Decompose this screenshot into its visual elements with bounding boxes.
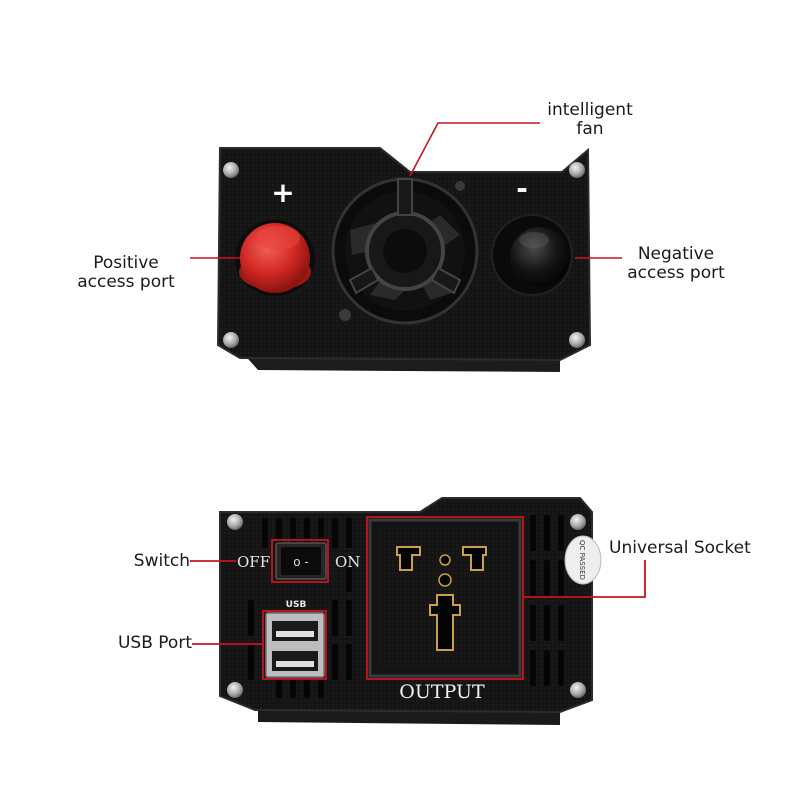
screw xyxy=(569,332,585,348)
qc-sticker-text: QC PASSED xyxy=(578,540,586,580)
screw xyxy=(570,682,586,698)
screw xyxy=(223,332,239,348)
switch-glyph: o - xyxy=(293,555,309,569)
bottom-callouts xyxy=(190,516,646,680)
screw xyxy=(455,181,465,191)
top-callouts xyxy=(190,122,622,259)
fan-icon xyxy=(331,177,479,325)
callout-label-fan: intelligent fan xyxy=(520,101,660,139)
callout-label-switch: Switch xyxy=(133,551,190,571)
callout-label-fan-line2: fan xyxy=(576,119,604,139)
output-label: OUTPUT xyxy=(399,681,485,703)
callout-label-usb-port: USB Port xyxy=(117,633,192,653)
callout-label-fan-line1: intelligent xyxy=(547,100,633,120)
minus-sign: - xyxy=(516,172,528,205)
callout-box-usb xyxy=(262,610,327,680)
usb-ports xyxy=(265,612,325,678)
switch-on-label: ON xyxy=(335,553,360,571)
universal-socket xyxy=(368,518,522,678)
screw xyxy=(569,162,585,178)
screw xyxy=(570,514,586,530)
screw xyxy=(227,514,243,530)
bottom-panel: QC PASSED OFF ON o - USB xyxy=(219,497,602,725)
qc-sticker: QC PASSED xyxy=(564,535,602,585)
callout-label-positive-line1: Positive xyxy=(93,253,159,273)
vent-slots-right xyxy=(530,515,564,686)
screw xyxy=(339,309,351,321)
callout-line-fan xyxy=(409,122,540,177)
top-panel: + - xyxy=(216,147,592,372)
callout-box-socket xyxy=(366,516,524,680)
vent-slots-left xyxy=(248,518,352,698)
plus-sign: + xyxy=(271,176,294,209)
callout-label-positive: Positive access port xyxy=(64,254,188,292)
positive-terminal xyxy=(235,220,315,296)
callout-label-negative-line1: Negative xyxy=(637,244,715,264)
screw xyxy=(227,682,243,698)
callout-label-negative-line2: access port xyxy=(627,263,725,283)
callout-box-switch xyxy=(271,539,329,583)
power-switch: o - xyxy=(275,542,327,580)
negative-terminal xyxy=(491,214,573,296)
screw xyxy=(223,162,239,178)
callout-label-negative: Negative access port xyxy=(618,245,734,283)
callout-label-positive-line2: access port xyxy=(77,272,175,292)
callout-label-universal-socket: Universal Socket xyxy=(609,538,751,558)
switch-off-label: OFF xyxy=(237,553,270,571)
usb-small-label: USB xyxy=(286,600,307,610)
callout-line-socket xyxy=(523,560,646,598)
